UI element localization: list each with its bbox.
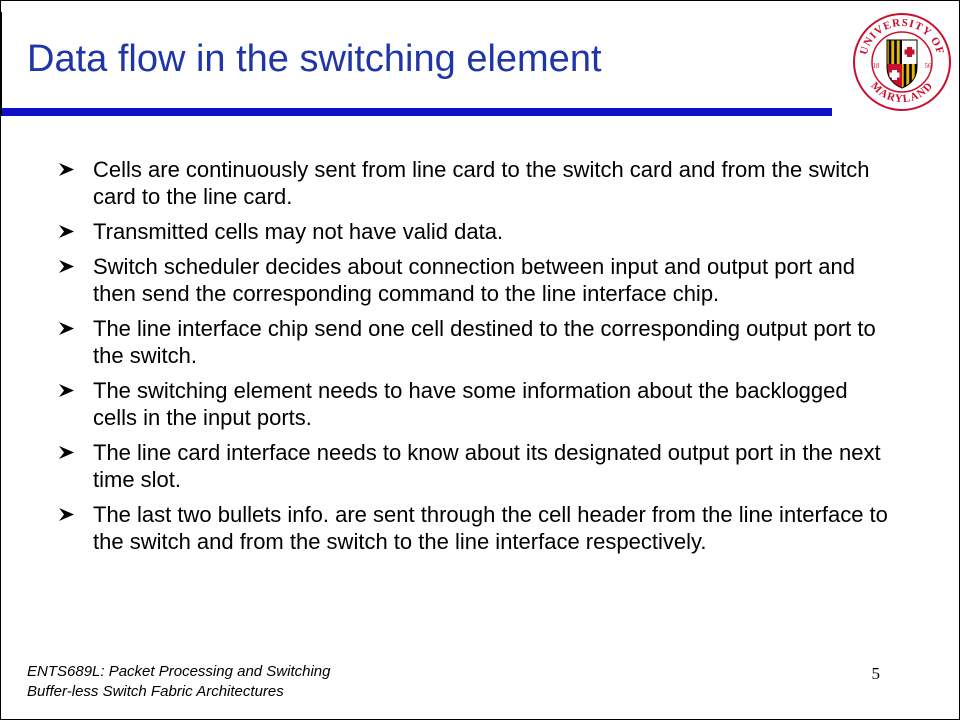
bullet-item: Transmitted cells may not have valid dat… <box>58 218 888 245</box>
bullet-text: The switching element needs to have some… <box>93 378 848 430</box>
slide-title: Data flow in the switching element <box>27 38 602 80</box>
bullet-list: Cells are continuously sent from line ca… <box>58 156 888 563</box>
bullet-text: The line interface chip send one cell de… <box>93 316 876 368</box>
arrow-bullet-icon <box>59 163 74 176</box>
seal-year-left: 18 <box>873 62 881 70</box>
footer-topic: Buffer-less Switch Fabric Architectures <box>27 683 284 700</box>
bullet-item: Cells are continuously sent from line ca… <box>58 156 888 210</box>
bullet-text: The last two bullets info. are sent thro… <box>93 502 888 554</box>
footer-course: ENTS689L: Packet Processing and Switchin… <box>27 663 331 680</box>
footer: ENTS689L: Packet Processing and Switchin… <box>27 662 331 702</box>
bullet-item: The line interface chip send one cell de… <box>58 315 888 369</box>
arrow-bullet-icon <box>59 384 74 397</box>
bullet-text: Transmitted cells may not have valid dat… <box>93 219 504 244</box>
title-area: Data flow in the switching element <box>0 12 832 116</box>
bullet-item: The switching element needs to have some… <box>58 377 888 431</box>
arrow-bullet-icon <box>59 322 74 335</box>
bullet-item: Switch scheduler decides about connectio… <box>58 253 888 307</box>
arrow-bullet-icon <box>59 508 74 521</box>
university-seal-icon: UNIVERSITY OF MARYLAND 18 56 <box>853 13 951 111</box>
page-number: 5 <box>871 664 881 683</box>
seal-year-right: 56 <box>925 62 933 70</box>
bullet-text: Cells are continuously sent from line ca… <box>93 157 870 209</box>
bullet-text: Switch scheduler decides about connectio… <box>93 254 855 306</box>
arrow-bullet-icon <box>59 260 74 273</box>
bullet-text: The line card interface needs to know ab… <box>93 440 881 492</box>
arrow-bullet-icon <box>59 225 74 238</box>
bullet-item: The last two bullets info. are sent thro… <box>58 501 888 555</box>
arrow-bullet-icon <box>59 446 74 459</box>
bullet-item: The line card interface needs to know ab… <box>58 439 888 493</box>
